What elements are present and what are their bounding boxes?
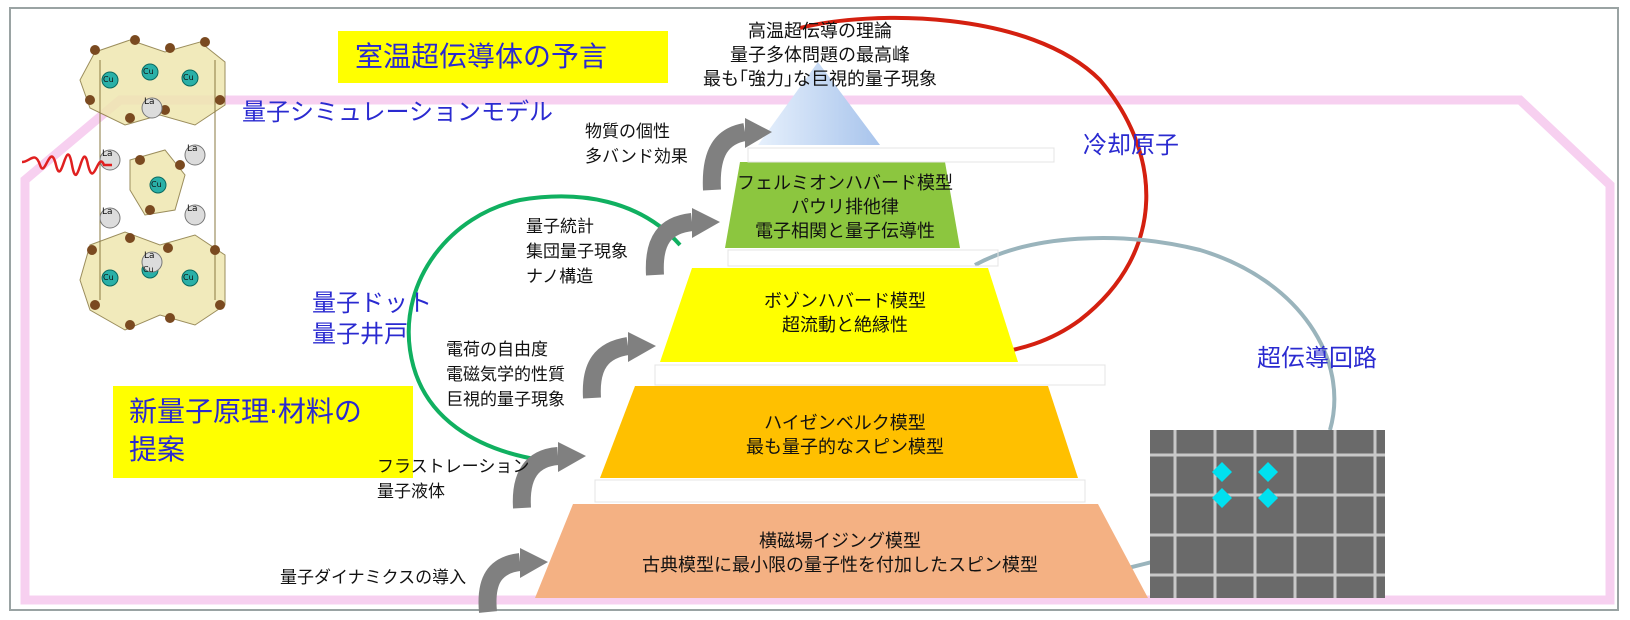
cold-atoms-label: 冷却原子 bbox=[1083, 131, 1179, 159]
cu-atom-label: Cu bbox=[151, 180, 162, 189]
sc-circuit-label: 超伝導回路 bbox=[1257, 344, 1377, 372]
cu-atom-label: Cu bbox=[143, 265, 154, 274]
cold-atoms-circle bbox=[799, 15, 1149, 357]
cu-atom-label: Cu bbox=[103, 75, 114, 84]
arrow-head-5 bbox=[520, 548, 548, 578]
pyramid-tier-5 bbox=[535, 504, 1148, 598]
proposal-box: 新量子原理·材料の 提案 bbox=[113, 386, 413, 478]
laser-pulse-icon bbox=[21, 153, 112, 176]
curved-arrow-5 bbox=[478, 553, 522, 613]
crystal-atoms bbox=[85, 35, 225, 330]
pyramid-tier-4 bbox=[600, 386, 1078, 478]
la-atom-label: La bbox=[187, 204, 198, 214]
pyramid-tier-1-text: 高温超伝導の理論 量子多体問題の最高峰 最も｢強力｣な巨視的量子現象 bbox=[703, 21, 937, 90]
cu-atom-label: Cu bbox=[103, 273, 114, 282]
arrow-head-1 bbox=[745, 118, 772, 148]
cu-atom-label: Cu bbox=[183, 273, 194, 282]
sc-circuit-image bbox=[1150, 430, 1385, 598]
pyramid-tier-3-text: ボゾンハバード模型 超流動と絶縁性 bbox=[764, 291, 926, 336]
arrow-head-2 bbox=[692, 208, 720, 238]
side-note-3: 電荷の自由度 電磁気学的性質 巨視的量子現象 bbox=[446, 340, 565, 410]
cu-atom-label: Cu bbox=[143, 67, 154, 76]
side-note-2: 量子統計 集団量子現象 ナノ構造 bbox=[526, 217, 628, 287]
pyramid-tier-5-text: 横磁場イジング模型 古典模型に最小限の量子性を付加したスピン模型 bbox=[642, 531, 1038, 576]
curved-arrow-3 bbox=[582, 337, 630, 399]
pyramid-separator bbox=[747, 147, 1055, 163]
pyramid-separator bbox=[727, 249, 999, 267]
sc-circuit-circle bbox=[974, 236, 1337, 431]
title-box-text: 室温超伝導体の予言 bbox=[355, 40, 608, 73]
cu-atom-label: Cu bbox=[183, 73, 194, 82]
pyramid-tier-4-text: ハイゼンベルク模型 最も量子的なスピン模型 bbox=[746, 413, 944, 458]
pyramid-separator bbox=[594, 479, 1086, 503]
proposal-box-text: 新量子原理·材料の 提案 bbox=[129, 395, 362, 466]
side-note-1: 物質の個性 多バンド効果 bbox=[585, 122, 688, 167]
side-note-5: 量子ダイナミクスの導入 bbox=[280, 568, 467, 588]
pyramid-tier-2 bbox=[725, 162, 960, 248]
la-atom-label: La bbox=[187, 144, 198, 154]
pyramid-tier-1 bbox=[758, 62, 880, 145]
pyramid-tier-2-text: フェルミオンハバード模型 パウリ排他律 電子相関と量子伝導性 bbox=[737, 173, 953, 242]
curved-arrow-2 bbox=[645, 213, 694, 276]
curved-arrow-4 bbox=[512, 447, 560, 509]
la-atom-label: La bbox=[144, 251, 155, 261]
la-atom-label: La bbox=[144, 97, 155, 107]
pyramid-separator bbox=[654, 364, 1106, 386]
arrow-head-3 bbox=[628, 332, 656, 362]
title-box: 室温超伝導体の予言 bbox=[338, 31, 668, 83]
outer-frame bbox=[9, 7, 1619, 611]
quantum-dots-circle bbox=[406, 194, 682, 462]
side-note-4: フラストレーション 量子液体 bbox=[377, 457, 530, 502]
curved-arrow-1 bbox=[702, 123, 748, 191]
pyramid-tier-3 bbox=[660, 268, 1018, 362]
arrow-head-4 bbox=[558, 442, 586, 472]
quantum-simulation-model-label: 量子シミュレーションモデル bbox=[242, 98, 554, 126]
la-atom-label: La bbox=[102, 207, 113, 217]
la-atom-label: La bbox=[102, 149, 113, 159]
crystal-structure-image bbox=[79, 39, 226, 331]
quantum-dots-label: 量子ドット 量子井戸 bbox=[312, 289, 432, 348]
